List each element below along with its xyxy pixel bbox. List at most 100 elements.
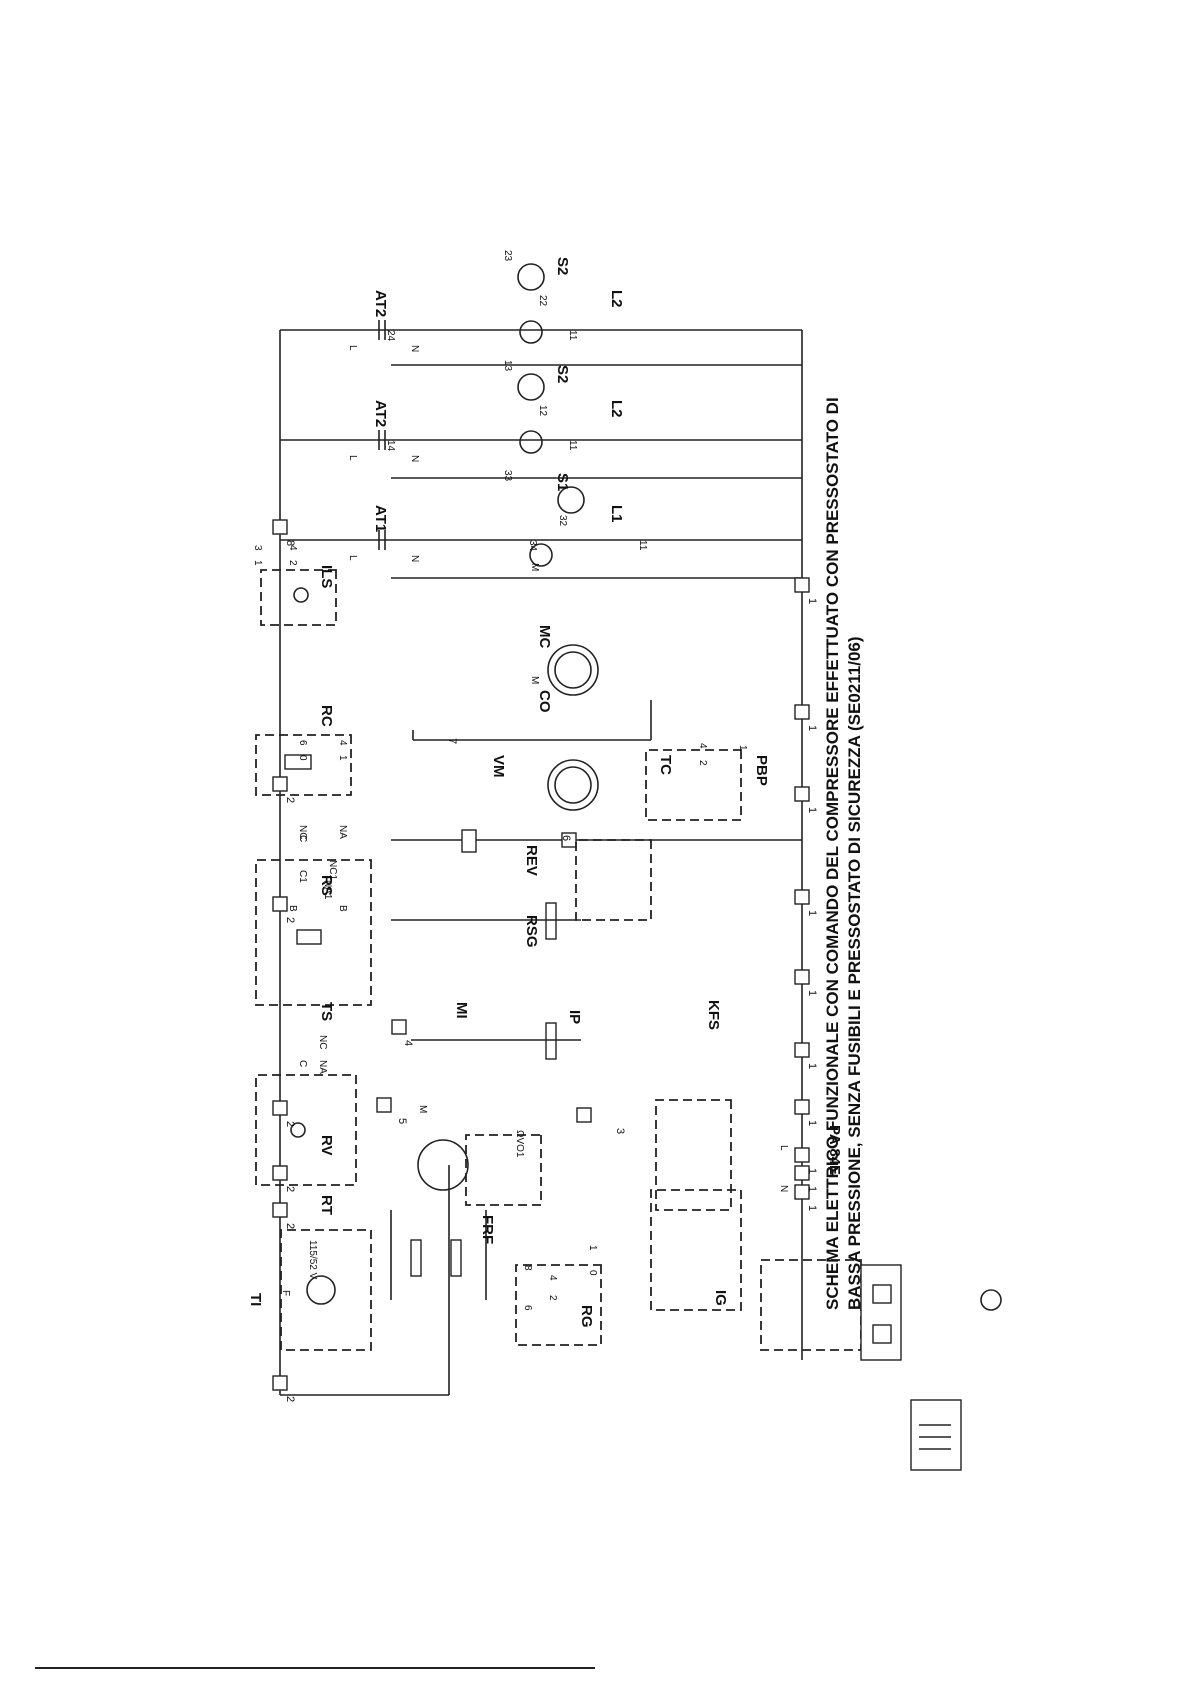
lamp-section <box>260 263 802 626</box>
svg-text:2: 2 <box>697 760 708 766</box>
svg-text:33: 33 <box>502 470 513 482</box>
svg-text:8: 8 <box>284 540 296 546</box>
label-s2a: S2 <box>554 365 571 383</box>
svg-text:NC: NC <box>297 825 308 839</box>
svg-text:N: N <box>409 555 420 562</box>
svg-text:2: 2 <box>287 560 298 566</box>
label-co: CO <box>536 690 553 713</box>
svg-text:1: 1 <box>806 725 818 731</box>
svg-text:C1: C1 <box>297 870 308 883</box>
label-mc: MC <box>536 625 553 648</box>
label-l2b: L2 <box>608 290 625 308</box>
svg-text:1: 1 <box>337 755 348 761</box>
label-rv: RV <box>318 1135 335 1156</box>
svg-text:B: B <box>337 905 348 912</box>
svg-text:3: 3 <box>614 1128 626 1134</box>
svg-text:1: 1 <box>737 745 748 751</box>
label-l1: L1 <box>608 505 625 523</box>
svg-text:2: 2 <box>284 917 296 923</box>
svg-text:2: 2 <box>547 1295 558 1301</box>
caption-line-1: SCHEMA ELETTRICO FUNZIONALE CON COMANDO … <box>823 397 842 1310</box>
svg-text:M: M <box>529 563 540 571</box>
svg-text:4: 4 <box>402 1040 414 1046</box>
svg-text:32: 32 <box>557 515 568 527</box>
svg-text:M: M <box>417 1105 428 1113</box>
svg-text:L: L <box>347 555 358 561</box>
svg-text:11: 11 <box>567 330 578 341</box>
svg-text:12: 12 <box>537 405 548 417</box>
label-ig: IG <box>712 1290 729 1306</box>
svg-text:B: B <box>287 905 298 912</box>
svg-text:1: 1 <box>806 910 818 916</box>
svg-text:L: L <box>347 345 358 351</box>
label-vm: VM <box>490 755 507 778</box>
bottom-terminals <box>794 577 810 1200</box>
svg-text:ΩVO1: ΩVO1 <box>514 1130 525 1158</box>
svg-text:L: L <box>347 455 358 461</box>
svg-text:2: 2 <box>284 1396 296 1402</box>
svg-text:1: 1 <box>806 1120 818 1126</box>
diagram-rotated <box>255 263 1002 1471</box>
svg-text:4: 4 <box>287 545 298 551</box>
svg-text:1: 1 <box>806 807 818 813</box>
label-rg: RG <box>578 1305 595 1328</box>
svg-text:2: 2 <box>284 1223 296 1229</box>
svg-text:1: 1 <box>587 1245 598 1251</box>
svg-text:1: 1 <box>806 990 818 996</box>
label-at1: AT1 <box>372 505 389 532</box>
svg-text:2: 2 <box>284 1186 296 1192</box>
supply-section <box>515 1189 1002 1471</box>
label-at2a: AT2 <box>372 400 389 427</box>
label-s1: S1 <box>554 473 571 491</box>
svg-text:2: 2 <box>284 797 296 803</box>
svg-text:24: 24 <box>385 330 396 342</box>
ti-section <box>280 1210 487 1351</box>
svg-text:NC: NC <box>317 1035 328 1049</box>
svg-text:NA: NA <box>337 825 348 839</box>
svg-text:1: 1 <box>806 1168 818 1174</box>
svg-text:4: 4 <box>697 743 708 749</box>
svg-text:0: 0 <box>587 1270 598 1276</box>
label-pbp: PBP <box>753 755 770 786</box>
svg-text:8: 8 <box>522 1265 533 1271</box>
label-rt: RT <box>318 1195 335 1215</box>
svg-text:11: 11 <box>637 540 648 551</box>
label-frf: FRF <box>479 1215 496 1244</box>
label-tc: TC <box>657 755 674 775</box>
svg-text:23: 23 <box>502 250 513 262</box>
label-rs: RS <box>318 875 335 896</box>
svg-text:1: 1 <box>806 1063 818 1069</box>
svg-text:M: M <box>529 676 540 684</box>
label-ils: ILS <box>318 565 335 588</box>
top-terminals <box>272 776 288 1391</box>
label-rsg: RSG <box>523 915 540 948</box>
svg-text:3: 3 <box>252 545 263 551</box>
svg-text:1: 1 <box>252 560 263 566</box>
svg-text:C: C <box>297 1060 308 1067</box>
label-mi: MI <box>453 1002 470 1019</box>
svg-text:1: 1 <box>806 1205 818 1211</box>
svg-text:6: 6 <box>297 740 308 746</box>
svg-text:N: N <box>409 455 420 462</box>
bus-lines <box>279 330 803 1396</box>
svg-text:2: 2 <box>284 1121 296 1127</box>
svg-text:13: 13 <box>502 360 513 372</box>
label-pa84e: PA 84E <box>826 1125 843 1175</box>
caption-line-2: BASSA PRESSIONE, SENZA FUSIBILI E PRESSO… <box>845 636 864 1310</box>
svg-text:11: 11 <box>567 440 578 451</box>
svg-text:7: 7 <box>446 738 458 744</box>
svg-text:22: 22 <box>537 295 548 307</box>
ts-section <box>255 1019 732 1211</box>
label-kfs: KFS <box>705 1000 722 1030</box>
svg-text:C: C <box>297 835 308 842</box>
labels: TI F 115/52 V RT RV FRF ΩVO1 RG IG PA 84… <box>247 250 864 1402</box>
label-l2a: L2 <box>608 400 625 418</box>
svg-text:14: 14 <box>385 440 396 452</box>
svg-text:115/52 V: 115/52 V <box>307 1240 318 1280</box>
motor-section <box>255 644 742 821</box>
svg-text:NA1: NA1 <box>322 880 333 900</box>
label-ti: TI <box>247 1293 264 1306</box>
svg-text:N: N <box>409 345 420 352</box>
svg-text:4: 4 <box>337 740 348 746</box>
